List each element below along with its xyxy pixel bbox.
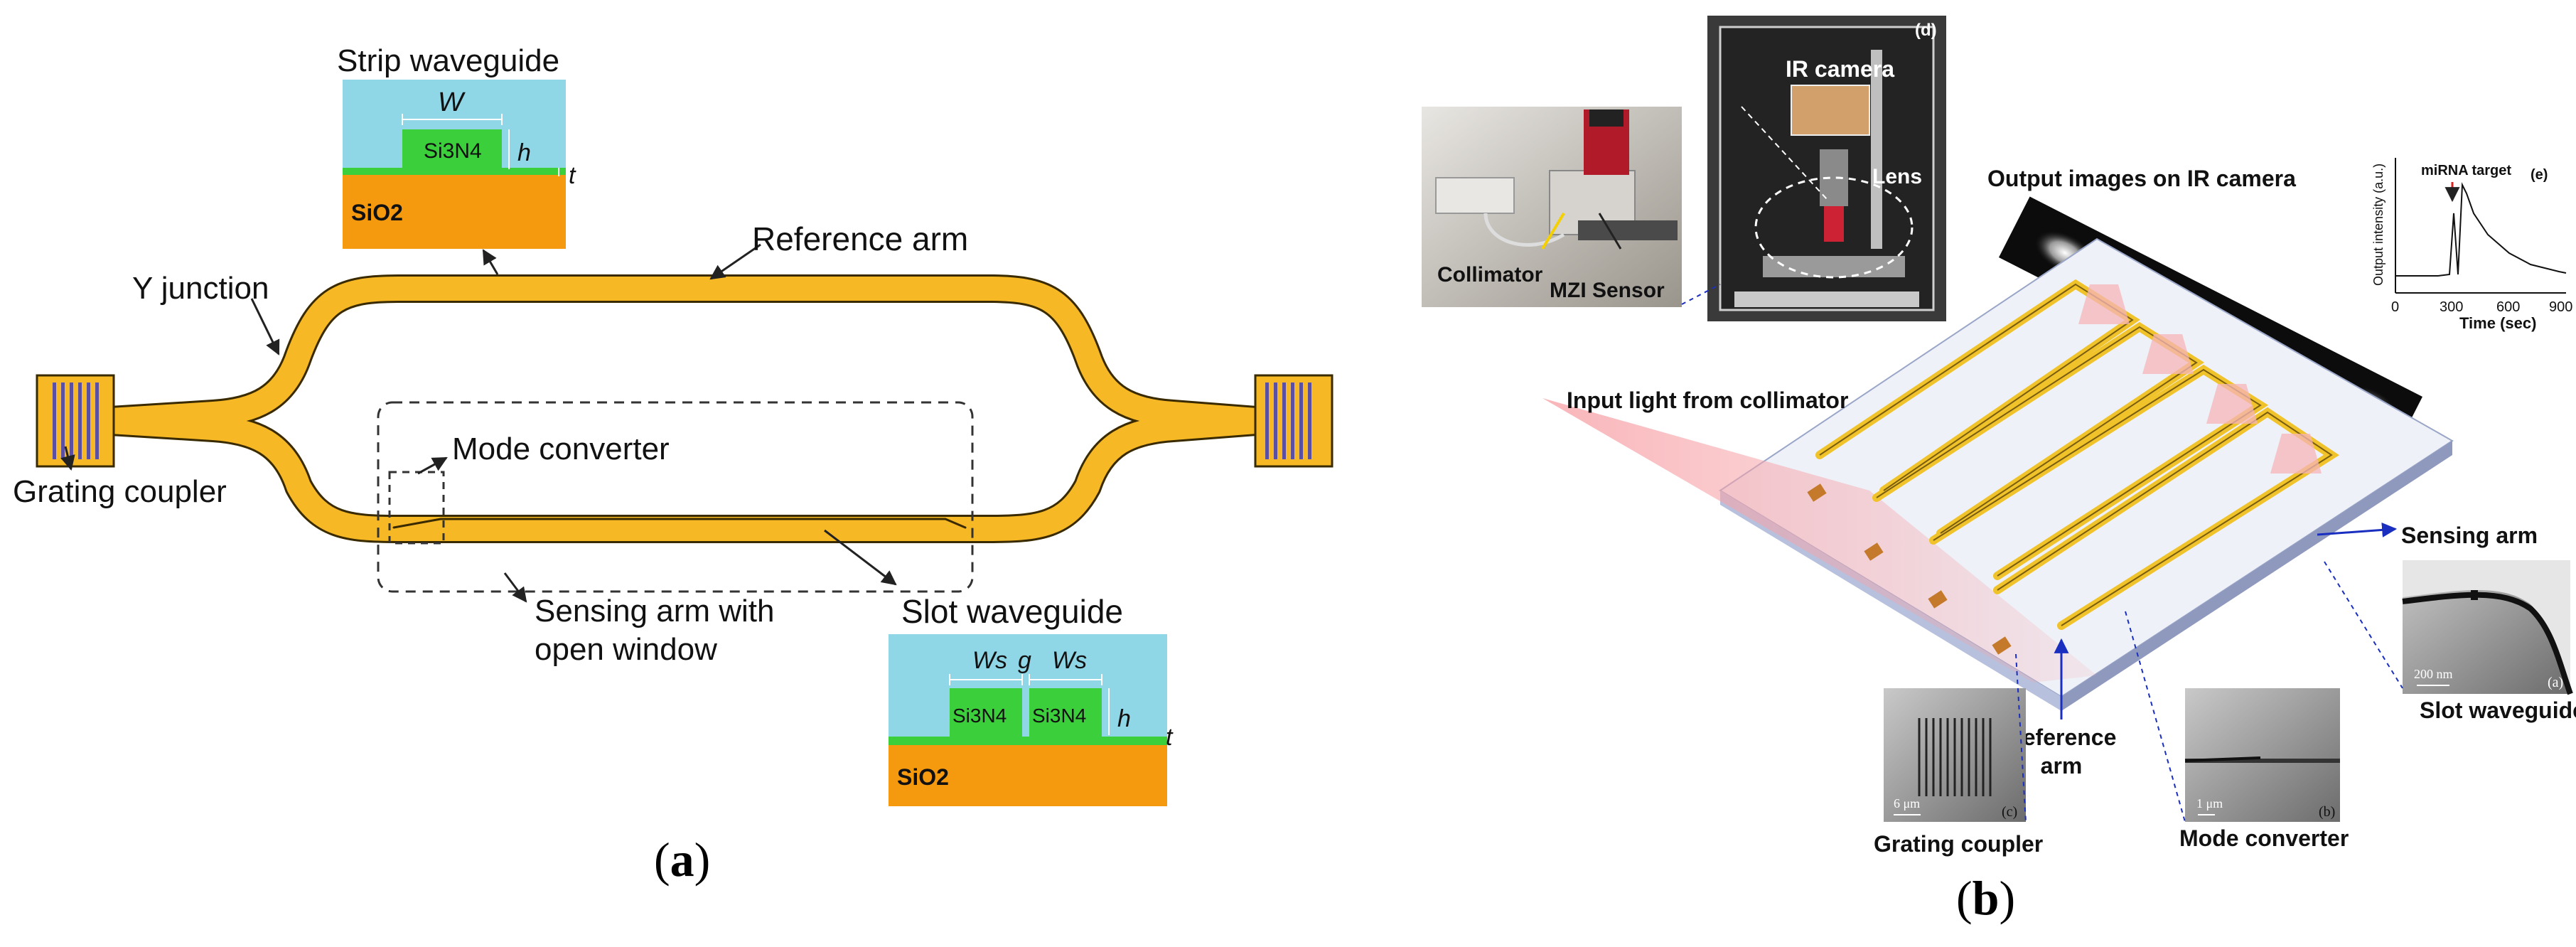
photo-d-tag: (d) [1915, 21, 1937, 40]
lens-label: Lens [1872, 165, 1922, 188]
sensing-arm-pointer [2317, 522, 2398, 537]
sem-b-link [2125, 611, 2186, 823]
sem-a-scale: 200 nm [2414, 667, 2453, 681]
strip-waveguide-arrow [482, 249, 499, 275]
ir-camera-label: IR camera [1786, 56, 1894, 82]
inset-trace [2395, 182, 2567, 277]
slot-waveguide-arrow [824, 529, 897, 586]
sensing-arm-label-line1: Sensing arm with [535, 594, 774, 628]
strip-waveguide-title: Strip waveguide [337, 43, 559, 78]
y-junction-arrow [250, 298, 280, 355]
inset-annotation: miRNA target [2421, 163, 2511, 178]
slot-waveguide-cross-section [889, 634, 1167, 806]
grating-coupler-left [36, 374, 115, 468]
slot-ws2-label: Ws [1052, 647, 1087, 674]
inset-tag: (e) [2531, 167, 2548, 183]
inset-xlabel: Time (sec) [2459, 314, 2536, 332]
reference-arm-label-line2: arm [2041, 753, 2083, 779]
slot-core2-label: Si3N4 [1032, 705, 1086, 727]
reference-arm-label: Reference arm [752, 220, 968, 257]
sensing-arm-arrow [503, 572, 527, 603]
grating-coupler-label: Grating coupler [13, 474, 227, 509]
caption-a: (a) [654, 833, 710, 887]
inset-xtick-900: 900 [2549, 299, 2572, 315]
inset-xtick-600: 600 [2496, 299, 2520, 315]
sem-a-image [2402, 560, 2573, 695]
strip-thickness-label: t [569, 162, 576, 189]
inset-xtick-0: 0 [2391, 299, 2399, 315]
grating-coupler-arrow [60, 446, 75, 471]
panel-b: Collimator MZI Sensor (d) IR camera Lens [1422, 16, 2576, 925]
mode-converter-label: Mode converter [2179, 825, 2349, 851]
reference-arm-arrow [709, 243, 761, 280]
sem-c-link [2015, 653, 2027, 823]
grating-coupler-right [1254, 374, 1333, 468]
sem-c-tag: (c) [2002, 804, 2017, 820]
input-light-beam [1542, 398, 2097, 683]
sem-b-tag: (b) [2319, 804, 2335, 820]
inset-e-chart [2388, 146, 2571, 302]
chip-output-cones [2078, 284, 2322, 474]
mzi-waveguide [85, 274, 1279, 543]
chip-input-couplers [1807, 483, 2012, 655]
grating-coupler-label: Grating coupler [1874, 831, 2043, 857]
strip-height-label: h [517, 139, 531, 166]
sem-a-tag: (a) [2548, 675, 2563, 690]
y-junction-label: Y junction [132, 271, 269, 306]
photo-link-line [1681, 284, 1721, 305]
input-light-label: Input light from collimator [1567, 387, 1848, 413]
slot-waveguide-label: Slot waveguide [2420, 697, 2576, 723]
slot-ws1-label: Ws [972, 647, 1007, 674]
collimator-label: Collimator [1437, 263, 1543, 287]
strip-waveguide-cross-section [343, 80, 566, 249]
sem-c-image [1884, 688, 2026, 822]
mode-converter-box [388, 471, 445, 545]
strip-core-label: Si3N4 [424, 139, 482, 163]
mode-converter-arrow [417, 456, 448, 475]
caption-b: (b) [1956, 871, 2015, 925]
sensing-arm-label-line2: open window [535, 632, 717, 667]
sem-b-scale: 1 μm [2196, 796, 2223, 810]
sensing-arm-label: Sensing arm [2401, 523, 2538, 548]
strip-substrate-label: SiO2 [351, 200, 403, 225]
mzi-sensor-label: MZI Sensor [1550, 279, 1665, 302]
slot-thickness-label: t [1166, 724, 1174, 751]
setup-photo-left [1422, 107, 1682, 307]
sem-b-image [2184, 688, 2340, 822]
strip-width-label: W [438, 87, 466, 117]
output-images-label: Output images on IR camera [1987, 166, 2296, 191]
slot-height-label: h [1117, 705, 1131, 732]
sensor-chip [1542, 237, 2454, 711]
slot-substrate-label: SiO2 [897, 764, 949, 790]
mode-converter-label: Mode converter [452, 432, 670, 466]
sem-c-scale: 6 μm [1894, 796, 1920, 810]
slot-g-label: g [1018, 647, 1031, 674]
panel-a: Strip waveguide W Si3N4 h t SiO2 [13, 43, 1333, 887]
sem-a-link [2324, 561, 2403, 689]
inset-ylabel: Output intensity (a.u.) [2371, 164, 2386, 286]
open-window-box [377, 401, 974, 593]
inset-xtick-300: 300 [2440, 299, 2463, 315]
slot-waveguide-title: Slot waveguide [901, 593, 1123, 630]
setup-photo-right [1707, 16, 1946, 321]
slot-core1-label: Si3N4 [952, 705, 1007, 727]
